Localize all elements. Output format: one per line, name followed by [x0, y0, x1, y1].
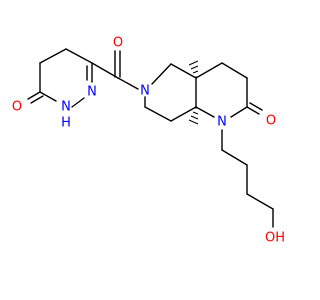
bond-pyr-c6-o-a	[27, 91, 41, 100]
bond-pyr-n1-n2	[71, 97, 85, 108]
atom-nh-nitrogen: N	[61, 100, 71, 115]
stereo-hash-wedges	[188, 60, 199, 125]
bond-lac-c2-o-b	[249, 102, 263, 111]
atom-nh-hydrogen: H	[61, 116, 71, 131]
atom-pyridazinone-oxygen: O	[12, 100, 22, 115]
bond-pip-c8a-c8	[170, 106, 197, 122]
bond-lac-c2-o-a	[246, 106, 260, 115]
hash-wedge-c4a	[188, 60, 199, 78]
bond-pyr-c6-n1	[39, 91, 57, 102]
bond-lac-c2-n1	[230, 106, 248, 118]
atom-ketone-oxygen: O	[113, 36, 123, 51]
bond-pip-n-c5	[151, 63, 172, 85]
hash-c4a-3	[190, 65, 199, 70]
bond-lac-n1-c8a	[195, 106, 215, 118]
bond-ketone-c-n	[117, 77, 139, 90]
bond-pip-c8-c7	[144, 106, 172, 122]
hash-c4a-4	[188, 60, 199, 66]
bond-pyr-c4-c5	[39, 48, 67, 64]
bond-pyr-c6-o-b	[30, 95, 44, 104]
atom-labels: O N N N H O N O OH	[12, 36, 285, 246]
bond-chain-c3-c4	[246, 193, 274, 210]
bond-layer	[27, 48, 274, 228]
hash-c8a-2	[192, 111, 199, 115]
bond-lac-c4a-c4	[195, 62, 223, 79]
molecule-structure: O N N N H O N O OH	[12, 36, 285, 246]
bond-pip-c5-c4a	[170, 63, 197, 79]
atom-amide-nitrogen: N	[140, 84, 150, 99]
atom-hydroxyl: OH	[265, 231, 285, 246]
atom-hydrazone-nitrogen: N	[87, 85, 97, 100]
hash-c8a-4	[188, 119, 199, 125]
bond-lac-c4-c3	[221, 62, 248, 79]
hash-wedge-c8a	[188, 107, 199, 125]
bond-ketone-c-pyridazine	[91, 62, 119, 79]
atom-lactam-oxygen: O	[266, 114, 276, 129]
hash-c4a-2	[192, 70, 199, 74]
atom-lactam-nitrogen: N	[217, 115, 227, 130]
bond-chain-c1-c2	[221, 149, 248, 166]
hash-c8a-3	[190, 115, 199, 120]
bond-pyr-c3-c4	[65, 48, 93, 64]
